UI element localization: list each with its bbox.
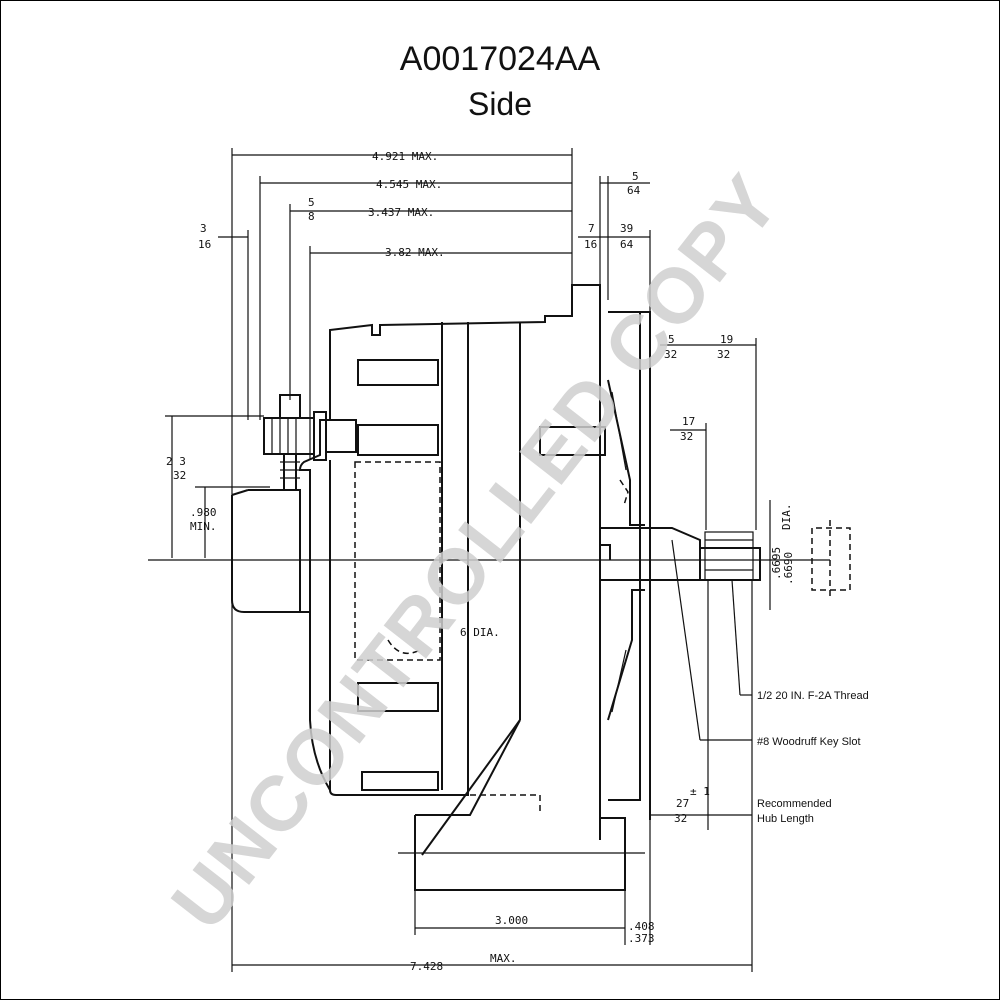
dim-frac-16: 16 bbox=[198, 238, 211, 251]
note-thread: 1/2 20 IN. F-2A Thread bbox=[757, 690, 869, 702]
dim-frac-32-b: 32 bbox=[717, 348, 730, 361]
right-dimensions bbox=[650, 338, 771, 830]
note-hub-length-2: Hub Length bbox=[757, 813, 814, 825]
drawing-subtitle: Side bbox=[467, 86, 533, 122]
dim-min: MIN. bbox=[190, 520, 217, 533]
note-key-slot: #8 Woodruff Key Slot bbox=[757, 736, 861, 748]
dim-dia-right: DIA. bbox=[780, 504, 793, 531]
dim-max: MAX. bbox=[490, 952, 517, 965]
note-hub-length-1: Recommended bbox=[757, 798, 832, 810]
dim-frac-32-a: 32 bbox=[664, 348, 677, 361]
dim-373: .373 bbox=[628, 932, 655, 945]
dim-frac-32-d: 32 bbox=[674, 812, 687, 825]
dim-7428: 7.428 bbox=[410, 960, 443, 973]
bottom-dimensions bbox=[231, 580, 753, 972]
dim-frac-7: 7 bbox=[588, 222, 595, 235]
dim-3000: 3.000 bbox=[495, 914, 528, 927]
dim-3437: 3.437 MAX. bbox=[368, 206, 434, 219]
dim-frac-2-3: 2 3 bbox=[166, 455, 186, 468]
dim-frac-39: 39 bbox=[620, 222, 633, 235]
dim-frac-19: 19 bbox=[720, 333, 733, 346]
dim-6-dia: 6 DIA. bbox=[460, 626, 500, 639]
drawing-title: A0017024AA bbox=[399, 40, 601, 78]
dim-4545: 4.545 MAX. bbox=[376, 178, 442, 191]
pulley-fan bbox=[600, 311, 851, 820]
left-dimensions bbox=[148, 415, 830, 561]
dim-frac-8: 8 bbox=[308, 210, 315, 223]
terminal-stud bbox=[263, 394, 357, 491]
dim-frac-5: 5 bbox=[308, 196, 315, 209]
dim-4921: 4.921 MAX. bbox=[372, 150, 438, 163]
dim-frac-16-b: 16 bbox=[584, 238, 597, 251]
dim-382: 3.82 MAX. bbox=[385, 246, 445, 259]
dim-frac-3: 3 bbox=[200, 222, 207, 235]
dim-frac-32-left: 32 bbox=[173, 469, 186, 482]
dim-6690: .6690 bbox=[782, 552, 795, 585]
dim-frac-pm: ± 1 bbox=[690, 785, 710, 798]
dim-frac-17: 17 bbox=[682, 415, 695, 428]
dim-980: .980 bbox=[190, 506, 217, 519]
dim-frac-5-b: 5 bbox=[632, 170, 639, 183]
dim-frac-64: 64 bbox=[620, 238, 634, 251]
dim-frac-21: 5 bbox=[668, 333, 675, 346]
dim-frac-27: 27 bbox=[676, 797, 689, 810]
dim-6695: .6695 bbox=[770, 547, 783, 580]
dim-frac-64-b: 64 bbox=[627, 184, 641, 197]
dim-408: .408 bbox=[628, 920, 655, 933]
dim-frac-32-c: 32 bbox=[680, 430, 693, 443]
